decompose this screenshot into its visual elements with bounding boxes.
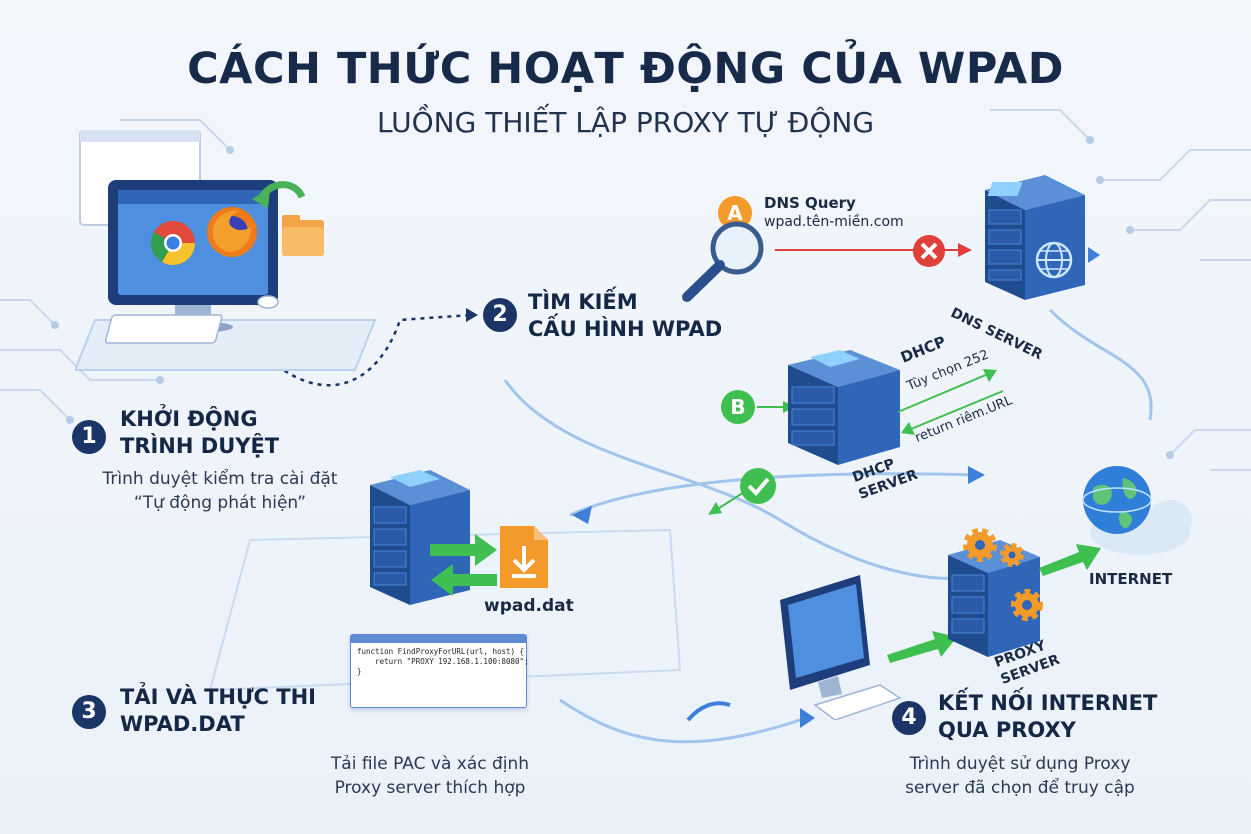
step-1-title-line1: KHỞI ĐỘNG (120, 407, 258, 431)
proxy-request-arrow (887, 631, 957, 663)
step-3-title-line2: WPAD.DAT (120, 712, 245, 736)
gear-icon-large (1011, 589, 1043, 621)
step-1-desc-line2: “Tự động phát hiện” (133, 493, 307, 513)
step-3-title-line1: TẢI VÀ THỰC THI (120, 685, 316, 709)
step-4-number: 4 (892, 701, 926, 735)
step-1-description: Trình duyệt kiểm tra cài đặt “Tự động ph… (60, 467, 380, 515)
download-file-icon (500, 526, 548, 588)
step-3-number: 3 (72, 695, 106, 729)
folder-icon (252, 181, 324, 256)
pac-code-window-titlebar (351, 635, 526, 643)
wpad-file-name: wpad.dat (484, 596, 574, 616)
proxy-server-illustration (948, 540, 1040, 657)
error-x-icon (913, 235, 945, 267)
magnifier-icon (682, 221, 764, 302)
pac-code-text: function FindProxyForURL(url, host) { re… (357, 647, 529, 677)
firefox-icon (207, 207, 257, 257)
step-3-description: Tải file PAC và xác định Proxy server th… (285, 752, 575, 800)
file-transfer-arrows (430, 534, 497, 596)
computer-illustration-step4 (780, 575, 902, 720)
step-2-title-line2: CẤU HÌNH WPAD (528, 317, 723, 341)
dhcp-option-arrow (897, 369, 997, 413)
pac-code-window: function FindProxyForURL(url, host) { re… (350, 634, 529, 708)
internet-label: INTERNET (1089, 570, 1173, 588)
dhcp-server-illustration (788, 350, 900, 465)
step-3-title: TẢI VÀ THỰC THI WPAD.DAT (120, 684, 316, 738)
internet-globe-icon (1082, 466, 1192, 555)
step-3-desc-line2: Proxy server thích hợp (334, 778, 526, 798)
pac-code-line1: function FindProxyForURL(url, host) { (357, 647, 525, 656)
dns-server-illustration (985, 175, 1085, 300)
dhcp-return-arrow (901, 390, 1004, 435)
step-1-title: KHỞI ĐỘNG TRÌNH DUYỆT (120, 406, 279, 460)
pac-code-line2: return "PROXY 192.168.1.100:8080"; (357, 657, 529, 666)
dns-query-value: wpad.tên-miền.com (764, 214, 904, 230)
gear-icon-small (1000, 543, 1024, 567)
step-4-title: KẾT NỐI INTERNET QUA PROXY (938, 690, 1157, 744)
step-4-title-line2: QUA PROXY (938, 718, 1076, 742)
page-subtitle: LUỒNG THIẾT LẬP PROXY TỰ ĐỘNG (376, 106, 875, 139)
dhcp-badge-b-label: B (730, 395, 746, 419)
step-3-desc-line1: Tải file PAC và xác định (330, 754, 530, 774)
step-1-desc-line1: Trình duyệt kiểm tra cài đặt (102, 469, 338, 489)
step-4-desc-line2: server đã chọn để truy cập (905, 778, 1135, 798)
dns-query-label: DNS Query (764, 194, 856, 212)
chrome-icon (151, 221, 195, 265)
step-4-description: Trình duyệt sử dụng Proxy server đã chọn… (870, 752, 1170, 800)
step-2-title-line1: TÌM KIẾM (528, 290, 638, 314)
globe-icon (1035, 241, 1073, 279)
pac-code-line3: } (357, 667, 362, 676)
dhcp-badge-b: B (721, 390, 755, 424)
step-1-title-line2: TRÌNH DUYỆT (120, 434, 280, 458)
dns-badge-a-label: A (727, 201, 743, 225)
step-4-desc-line1: Trình duyệt sử dụng Proxy (909, 754, 1131, 774)
page-title: CÁCH THỨC HOẠT ĐỘNG CỦA WPAD (187, 44, 1064, 94)
step-2-title: TÌM KIẾM CẤU HÌNH WPAD (528, 289, 722, 343)
step-2-number: 2 (483, 298, 517, 332)
step-4-title-line1: KẾT NỐI INTERNET (938, 691, 1158, 715)
check-icon (740, 468, 776, 504)
step-1-number: 1 (72, 420, 106, 454)
gear-icon (963, 528, 997, 562)
internet-arrow (1039, 544, 1101, 576)
